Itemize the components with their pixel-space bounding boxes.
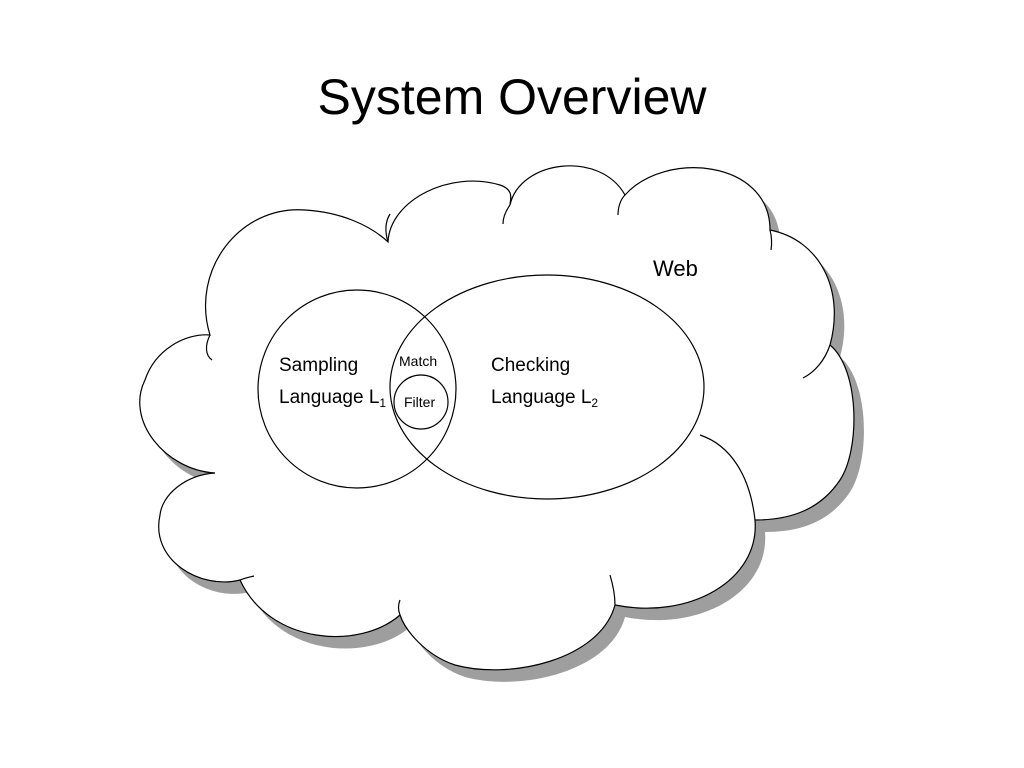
web-cloud [139, 165, 855, 671]
slide-title: System Overview [317, 69, 707, 125]
sampling-language-circle [257, 289, 457, 489]
web-label: Web [653, 256, 698, 281]
checking-language-ellipse [389, 274, 705, 500]
sampling-label-line1: Sampling [279, 355, 359, 376]
checking-label-text: Language L [491, 387, 592, 408]
checking-label-line1: Checking [491, 355, 571, 376]
sampling-label-line2: Language L1 [279, 382, 386, 414]
sampling-label-subscript: 1 [379, 396, 387, 410]
sampling-label-text: Language L [279, 387, 380, 408]
checking-label-line2: Language L2 [491, 382, 598, 414]
sampling-language-label: Sampling Language L1 [279, 350, 386, 414]
checking-label-subscript: 2 [591, 396, 599, 410]
filter-circle [393, 374, 449, 430]
match-label: Match [399, 353, 438, 369]
checking-language-label: Checking Language L2 [491, 350, 598, 414]
filter-label: Filter [404, 394, 436, 410]
